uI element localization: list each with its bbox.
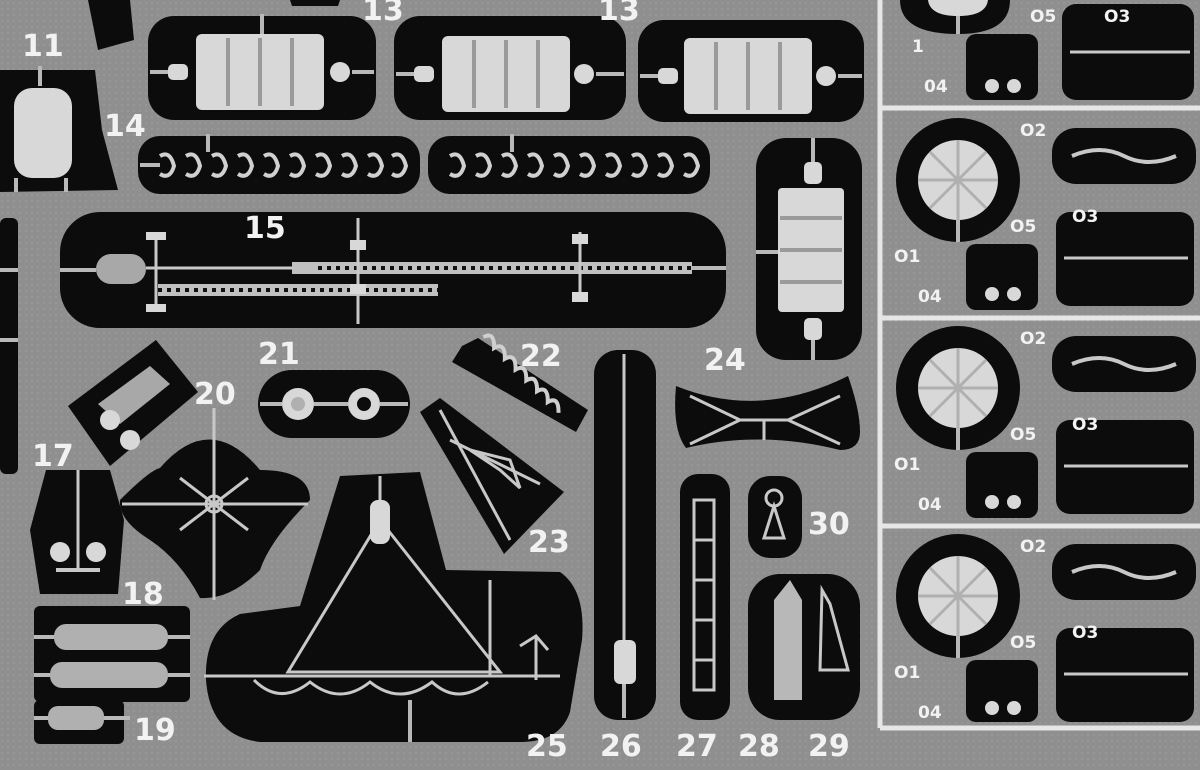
panel-2-o4: 04 [918,287,942,307]
part-13-a [148,14,376,120]
label-11: 11 [22,29,64,64]
panel-3-o4: 04 [918,495,942,515]
part-14-a [138,134,420,194]
panel-3-o5: O5 [1010,425,1036,445]
part-13-c [638,20,864,122]
label-29: 29 [808,729,850,764]
label-27: 27 [676,729,718,764]
label-19: 19 [134,713,176,748]
panel-2-o1: O1 [894,247,920,267]
label-20: 20 [194,377,236,412]
label-25: 25 [526,729,568,764]
panel-1-o4: 04 [924,77,948,97]
part-left-edge-fragment [0,218,18,474]
label-13-a: 13 [362,0,404,28]
label-26: 26 [600,729,642,764]
panel-4-o3: O3 [1072,623,1098,643]
label-17: 17 [32,439,74,474]
label-30: 30 [808,507,850,542]
part-26: 26 [594,350,656,764]
panel-1-o5: O5 [1030,7,1056,27]
panel-3-o2: O2 [1020,329,1046,349]
panel-3-o3: O3 [1072,415,1098,435]
label-28: 28 [738,729,780,764]
part-15: 15 [60,211,726,328]
panel-1-o3: O3 [1104,7,1130,27]
part-13-b [394,16,626,120]
part-12 [756,138,862,360]
label-15: 15 [244,211,286,246]
panel-4-o1: O1 [894,663,920,683]
label-24: 24 [704,343,746,378]
panel-3-o1: O1 [894,455,920,475]
panel-1-o1: 1 [912,37,924,57]
panel-2-o3: O3 [1072,207,1098,227]
label-23: 23 [528,525,570,560]
panel-2-o5: O5 [1010,217,1036,237]
label-14: 14 [104,109,146,144]
panel-4-o4: 04 [918,703,942,723]
label-18: 18 [122,577,164,612]
label-13-b: 13 [598,0,640,28]
panel-4-o2: O2 [1020,537,1046,557]
panel-4-o5: O5 [1010,633,1036,653]
part-14-b [428,134,710,194]
panel-2-o2: O2 [1020,121,1046,141]
label-22: 22 [520,339,562,374]
label-21: 21 [258,337,300,372]
